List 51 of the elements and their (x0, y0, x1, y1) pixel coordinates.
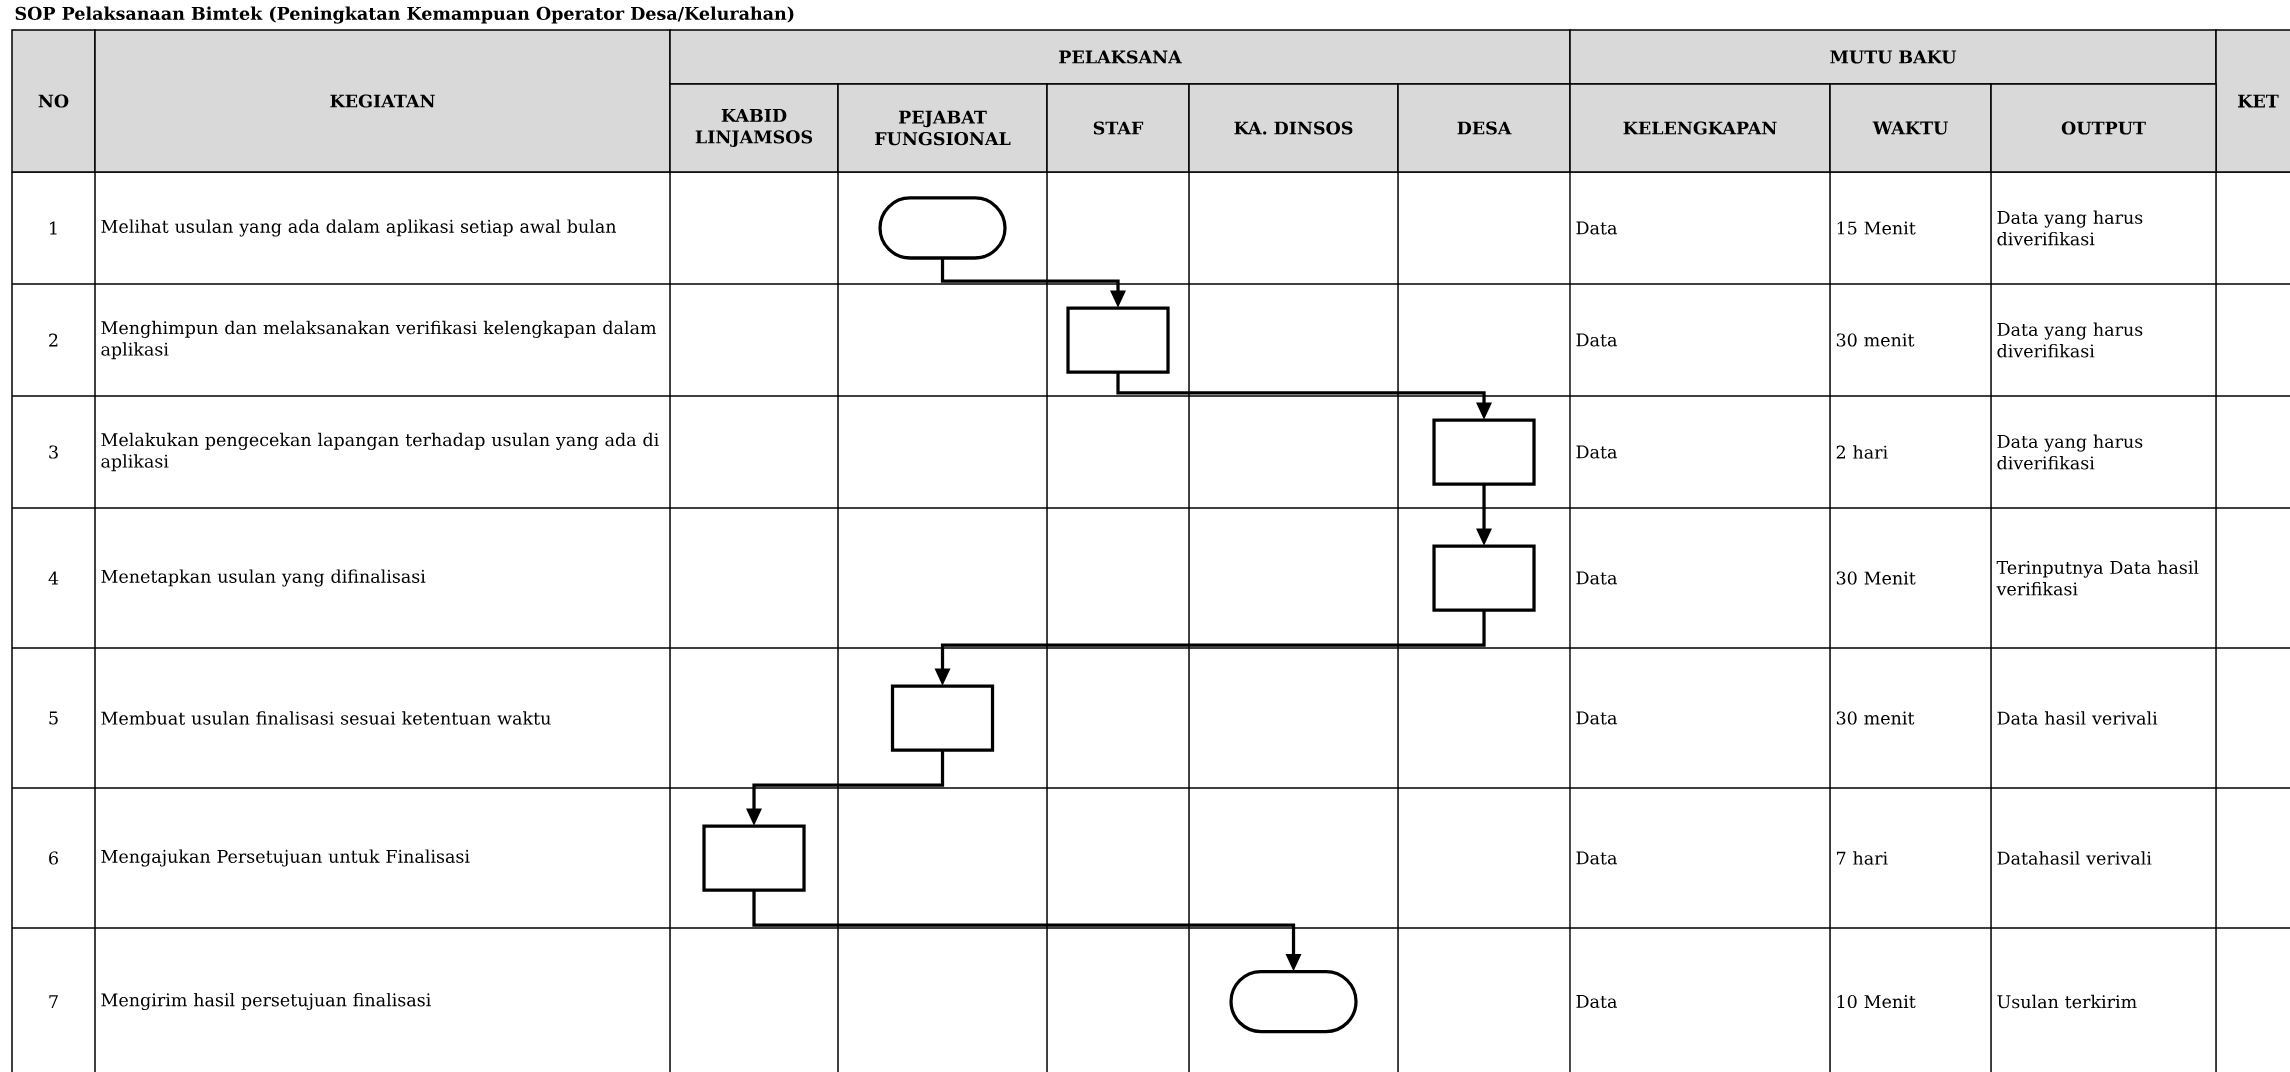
header-cell: PEJABAT FUNGSIONAL (837, 83, 1048, 173)
cell-text: 30 Menit (1836, 571, 1916, 585)
title: SOP Pelaksanaan Bimtek (Peningkatan Kemampuan Operator Desa/Kelurahan) (15, 6, 794, 24)
header-cell: DESA (1397, 83, 1571, 173)
cell-text: Data yang harus diverifikasi (1997, 434, 2143, 470)
row-number: 1 (50, 221, 57, 235)
terminator-shape (1229, 969, 1358, 1034)
cell-text: Data hasil verivali (1997, 711, 2158, 725)
row-number: 6 (49, 851, 58, 865)
row-number: 3 (49, 445, 58, 459)
row-number: 2 (49, 333, 58, 347)
header-cell: OUTPUT (1990, 83, 2217, 173)
row-number: 4 (48, 571, 59, 585)
cell-text: Data (1576, 333, 1617, 347)
header-cell: KET (2215, 29, 2290, 173)
cell-text: Menghimpun dan melaksanakan verifikasi kelengkapan dalam aplikasi (101, 320, 657, 360)
cell-text: Membuat usulan finalisasi sesuai ketentuan waktu (101, 711, 551, 725)
header-cell: KABID LINJAMSOS (669, 83, 839, 173)
cell-text: 15 Menit (1837, 221, 1916, 235)
header-cell: WAKTU (1829, 83, 1992, 173)
cell-text: Terinputnya Data hasil verifikasi (1996, 560, 2199, 596)
cell-text: 30 menit (1836, 333, 1915, 347)
cell-text: Menetapkan usulan yang difinalisasi (101, 569, 426, 587)
header-cell: KA. DINSOS (1188, 83, 1399, 173)
cell-text: 7 hari (1837, 851, 1888, 865)
process-box (702, 824, 806, 892)
process-box (1432, 418, 1536, 486)
cell-text: Data yang harus diverifikasi (1997, 322, 2143, 358)
cell-text: Data yang harus diverifikasi (1997, 210, 2143, 246)
process-box (1066, 306, 1170, 374)
cell-text: 30 menit (1836, 711, 1915, 725)
header-cell: KELENGKAPAN (1569, 83, 1831, 173)
cell-text: Melihat usulan yang ada dalam aplikasi setiap awal bulan (101, 219, 617, 237)
cell-text: Usulan terkirim (1997, 994, 2137, 1009)
header-cell: STAF (1046, 83, 1190, 173)
process-box (890, 684, 995, 752)
cell-text: Mengajukan Persetujuan untuk Finalisasi (101, 849, 470, 867)
terminator-shape (878, 196, 1007, 260)
row-number: 7 (49, 995, 58, 1008)
cell-text: 10 Menit (1837, 994, 1916, 1009)
cell-text: Data (1576, 851, 1617, 865)
cell-text: Mengirim hasil persetujuan finalisasi (101, 992, 431, 1011)
header-cell: NO (11, 29, 96, 173)
cell-text: Datahasil verivali (1997, 851, 2152, 865)
cell-text: Data (1576, 995, 1617, 1008)
row-number: 5 (49, 711, 58, 725)
cell-text: Data (1576, 711, 1617, 725)
process-box (1432, 544, 1536, 612)
cell-text: Melakukan pengecekan lapangan terhadap usulan yang ada di aplikasi (101, 432, 659, 472)
cell-text: Data (1576, 221, 1617, 235)
cell-text: 2 hari (1836, 445, 1888, 459)
